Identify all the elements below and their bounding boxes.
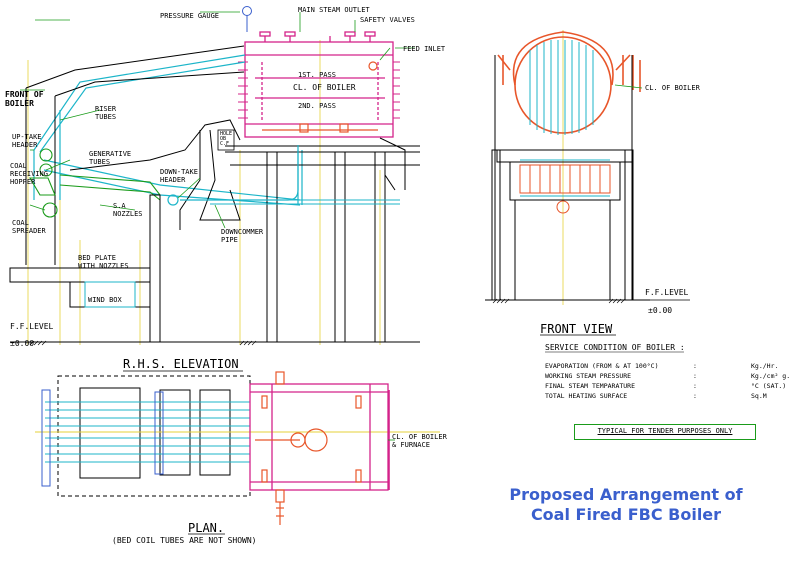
- service-unit: Sq.M: [751, 392, 767, 400]
- label-cl-of-boiler: CL. OF BOILER: [293, 83, 356, 92]
- label-pressure-gauge: PRESSURE GAUGE: [160, 12, 220, 20]
- label-feed-inlet: FEED INLET: [403, 45, 446, 53]
- service-unit: Kg./Hr.: [751, 362, 779, 370]
- label-main-steam-outlet: MAIN STEAM OUTLET: [298, 6, 370, 14]
- service-row: FINAL STEAM TEMPARATURE: °C (SAT.): [545, 382, 786, 390]
- plan-view: [35, 371, 440, 525]
- plan-tubes: [41, 389, 250, 487]
- label-level-value-side: ±0.00: [10, 339, 35, 348]
- plan-drum: [249, 383, 389, 491]
- label-first-pass: 1ST. PASS: [298, 71, 336, 79]
- label-ff-level-front: F.F.LEVEL: [645, 288, 689, 297]
- service-sep: :: [693, 362, 697, 370]
- front-furnace: [485, 55, 650, 301]
- label-safety-valves: SAFETY VALVES: [360, 16, 415, 24]
- floor-hatch: [29, 340, 257, 346]
- pointer-arrows: [20, 11, 415, 229]
- label-wind-box: WIND BOX: [88, 296, 122, 304]
- label-front-view: FRONT VIEW: [540, 322, 613, 336]
- label-plan-note: (BED COIL TUBES ARE NOT SHOWN): [112, 536, 257, 545]
- service-sep: :: [693, 392, 697, 400]
- label-plan: PLAN.: [188, 521, 225, 535]
- plan-outline: [35, 375, 440, 497]
- front-coil-cyan: [520, 159, 610, 197]
- front-cl-arrow: [614, 84, 643, 89]
- label-second-pass: 2ND. PASS: [298, 102, 336, 110]
- service-label: EVAPORATION (FROM & AT 100°C): [545, 362, 659, 370]
- service-row: EVAPORATION (FROM & AT 100°C): Kg./Hr.: [545, 362, 778, 370]
- support-structure: [9, 145, 420, 343]
- label-ff-level-side: F.F.LEVEL: [10, 322, 54, 331]
- front-tube-bank: [516, 40, 610, 151]
- drawing-title: Proposed Arrangement of Coal Fired FBC B…: [476, 485, 776, 525]
- service-label: WORKING STEAM PRESSURE: [545, 372, 632, 380]
- service-label: FINAL STEAM TEMPARATURE: [545, 382, 636, 390]
- title-line-2: Coal Fired FBC Boiler: [530, 505, 722, 524]
- service-row: TOTAL HEATING SURFACE: Sq.M: [545, 392, 767, 400]
- coal-feeding: [29, 148, 161, 218]
- front-floor-hatch: [492, 298, 626, 304]
- label-level-value-front: ±0.00: [648, 306, 673, 315]
- furnace-casing: [25, 45, 406, 265]
- plan-fittings: [255, 371, 362, 525]
- boiler-drum: [244, 31, 394, 138]
- label-cl-boiler-furnace: CL. OF BOILER& FURNACE: [392, 433, 447, 449]
- service-label: TOTAL HEATING SURFACE: [545, 392, 628, 400]
- service-row: WORKING STEAM PRESSURE: Kg./cm² g.: [545, 372, 790, 380]
- side-elevation: [9, 6, 420, 346]
- title-line-1: Proposed Arrangement of: [509, 485, 743, 504]
- inspection-hole: [217, 129, 235, 151]
- tender-note: TYPICAL FOR TENDER PURPOSES ONLY: [574, 424, 756, 440]
- service-heading: SERVICE CONDITION OF BOILER :: [545, 343, 685, 352]
- front-view: [485, 30, 690, 305]
- label-cl-of-boiler-front: CL. OF BOILER: [645, 84, 700, 92]
- label-rhs-elevation: R.H.S. ELEVATION: [123, 357, 239, 371]
- service-unit: Kg./cm² g.: [751, 372, 791, 380]
- front-bed-coils: [519, 164, 611, 214]
- front-drum-shell: [497, 31, 641, 134]
- downtake-header: [167, 145, 299, 206]
- service-sep: :: [693, 382, 697, 390]
- service-unit: °C (SAT.): [751, 382, 787, 390]
- pressure-gauge-symbol: [242, 6, 252, 32]
- service-sep: :: [693, 372, 697, 380]
- drum-fittings: [262, 61, 378, 133]
